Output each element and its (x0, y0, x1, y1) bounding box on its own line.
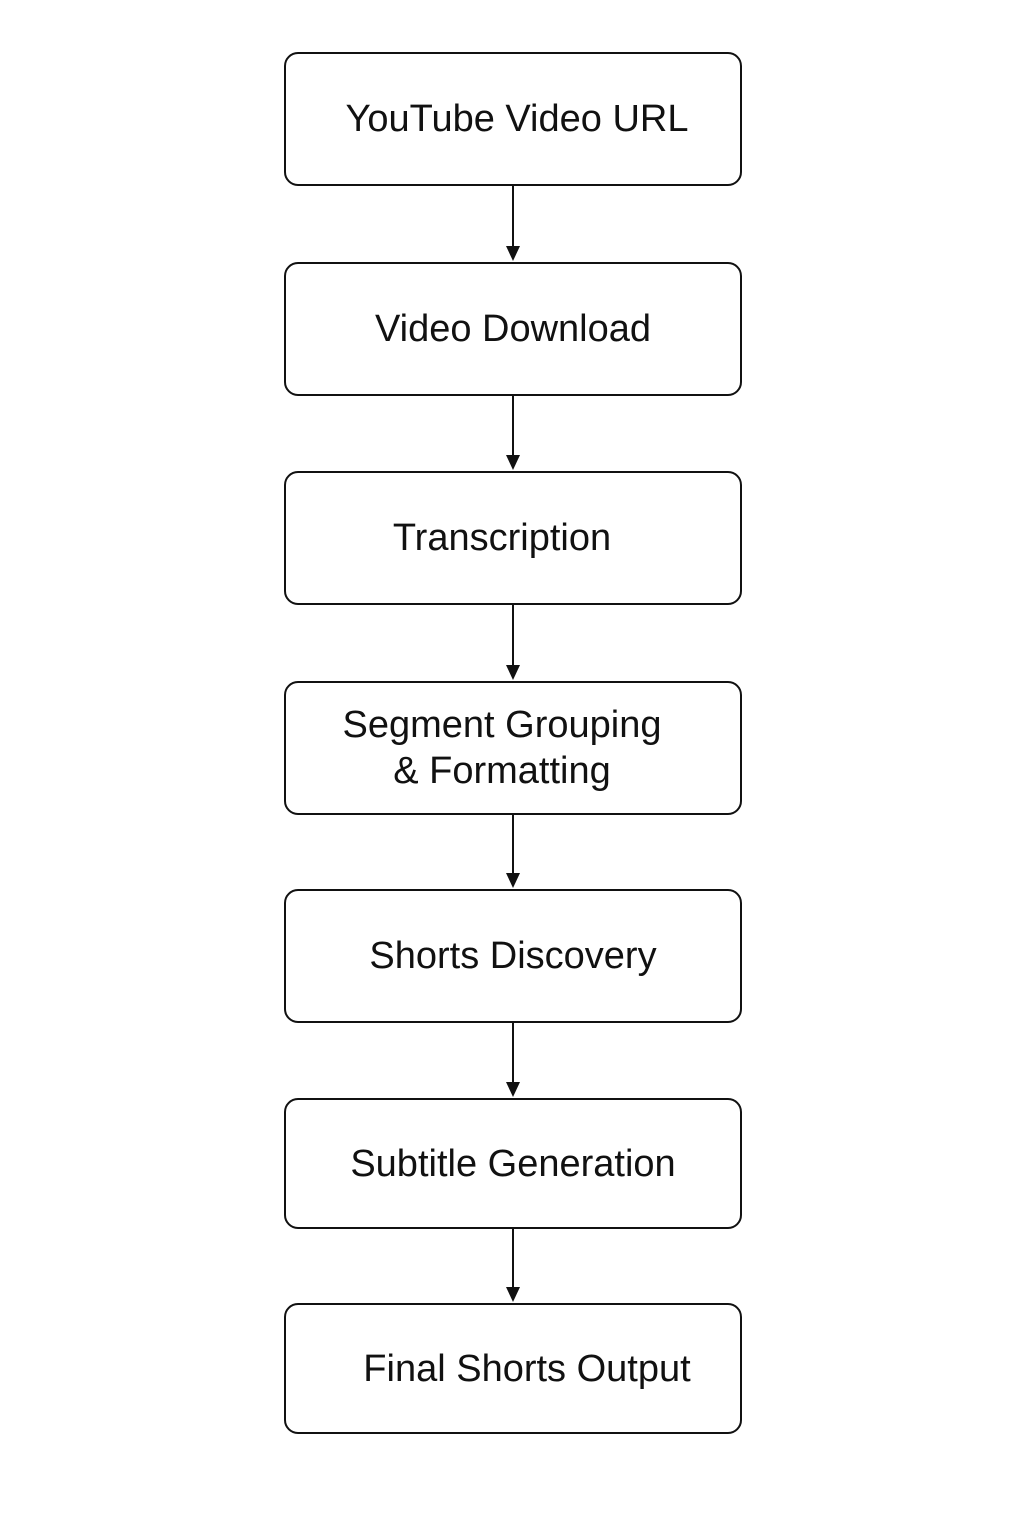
step-label: Shorts Discovery (369, 935, 657, 977)
step-label: Video Download (374, 308, 652, 350)
step-youtube-video-url: YouTube Video URL (284, 52, 742, 186)
arrow-0 (506, 186, 520, 261)
step-video-download: Video Download (284, 262, 742, 396)
arrow-head (506, 455, 520, 470)
step-label: Segment Grouping & Formatting (342, 704, 662, 792)
arrow-3 (506, 815, 520, 888)
arrow-head (506, 873, 520, 888)
step-label: Subtitle Generation (350, 1142, 676, 1185)
step-label: Transcription (392, 517, 612, 559)
arrow-4 (506, 1023, 520, 1097)
arrow-head (506, 1287, 520, 1302)
step-transcription: Transcription (284, 471, 742, 605)
arrow-head (506, 246, 520, 261)
arrow-1 (506, 396, 520, 470)
arrow-5 (506, 1229, 520, 1302)
arrow-head (506, 665, 520, 680)
step-label: Final Shorts Output (363, 1347, 691, 1390)
arrow-2 (506, 605, 520, 680)
arrow-head (506, 1082, 520, 1097)
step-segment-grouping-formatting: Segment Grouping & Formatting (284, 681, 742, 815)
step-final-shorts-output: Final Shorts Output (284, 1303, 742, 1434)
step-label: YouTube Video URL (345, 98, 689, 140)
step-shorts-discovery: Shorts Discovery (284, 889, 742, 1023)
step-subtitle-generation: Subtitle Generation (284, 1098, 742, 1229)
